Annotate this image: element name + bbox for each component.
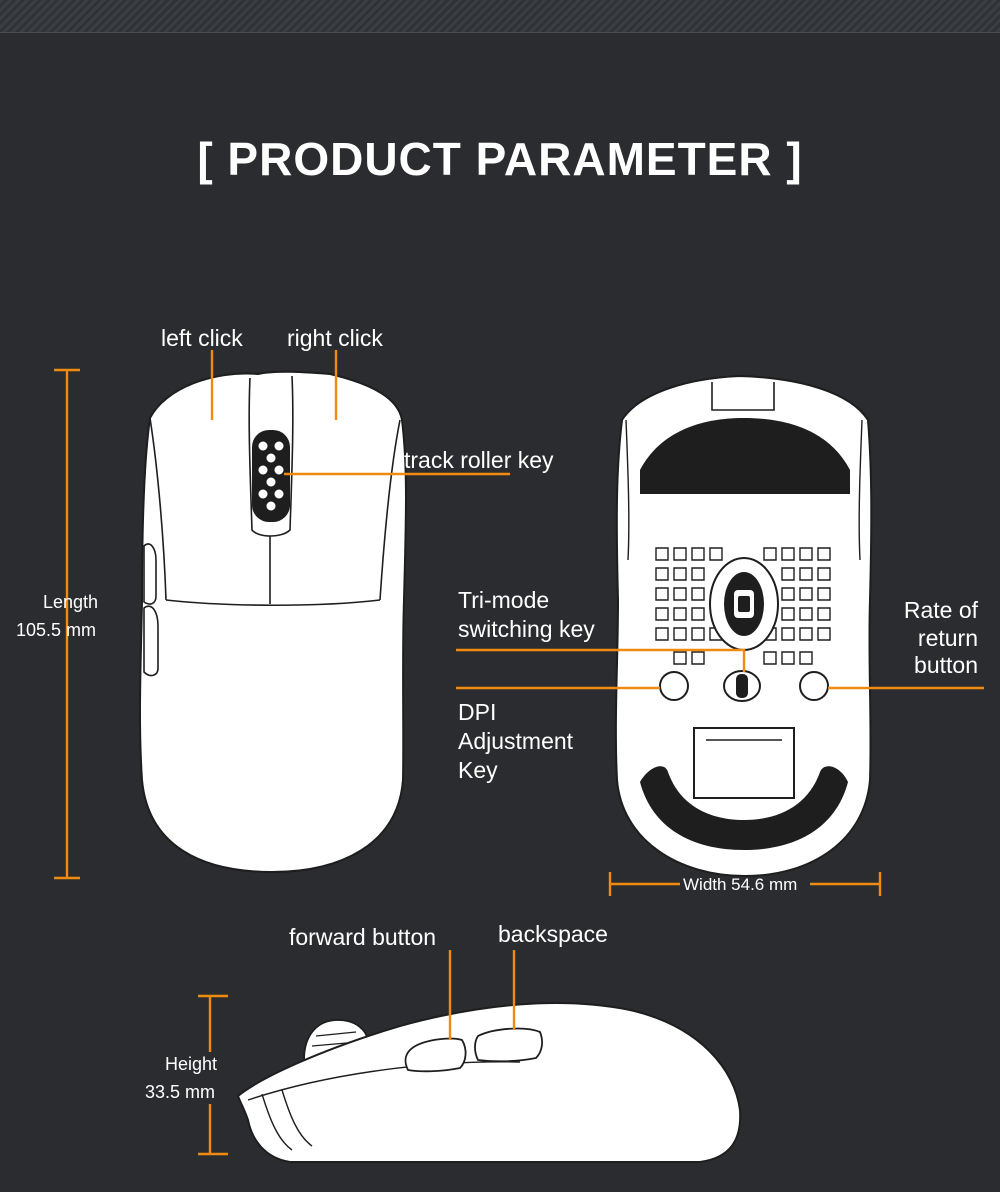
label-tri-mode-line2: switching key — [458, 616, 595, 642]
bottom-skate — [640, 766, 848, 850]
side-button-top-view-upper — [143, 543, 157, 605]
label-left-click: left click — [161, 325, 243, 351]
battery-compartment — [693, 727, 795, 799]
scroll-wheel — [252, 430, 290, 522]
textured-header-band — [0, 0, 1000, 33]
mouse-top-body — [138, 370, 407, 874]
page-title: [ PRODUCT PARAMETER ] — [197, 133, 803, 185]
mouse-top-view — [138, 370, 407, 874]
label-dpi-line2: Adjustment — [458, 728, 574, 754]
label-tri-mode-line1: Tri-mode — [458, 587, 550, 613]
label-rate-line2: return — [917, 625, 978, 651]
label-length-value: 105.5 mm — [16, 620, 97, 640]
label-rate-line3: button — [914, 652, 978, 678]
label-height-value: 33.5 mm — [145, 1082, 216, 1102]
dpi-button — [659, 671, 689, 701]
label-forward-button: forward button — [289, 924, 437, 950]
label-dpi-line1: DPI — [458, 699, 497, 725]
callout-lines — [54, 350, 984, 1156]
top-skate — [640, 418, 850, 494]
label-rate-line1: Rate of — [903, 597, 978, 623]
backspace-button-shape — [474, 1027, 543, 1063]
mouse-side-body — [236, 1002, 742, 1163]
mouse-side-view — [236, 1002, 742, 1163]
label-height: Height — [165, 1054, 218, 1074]
forward-button-shape — [404, 1037, 467, 1073]
side-button-top-view-lower — [143, 605, 159, 677]
label-length: Length — [43, 592, 99, 612]
label-width: Width 54.6 mm — [683, 875, 798, 894]
polling-rate-button — [799, 671, 829, 701]
label-backspace: backspace — [498, 921, 608, 947]
label-right-click: right click — [287, 325, 383, 351]
mouse-bottom-view — [614, 374, 873, 878]
label-track-roller-key: track roller key — [404, 447, 554, 473]
label-dpi-line3: Key — [458, 757, 498, 783]
